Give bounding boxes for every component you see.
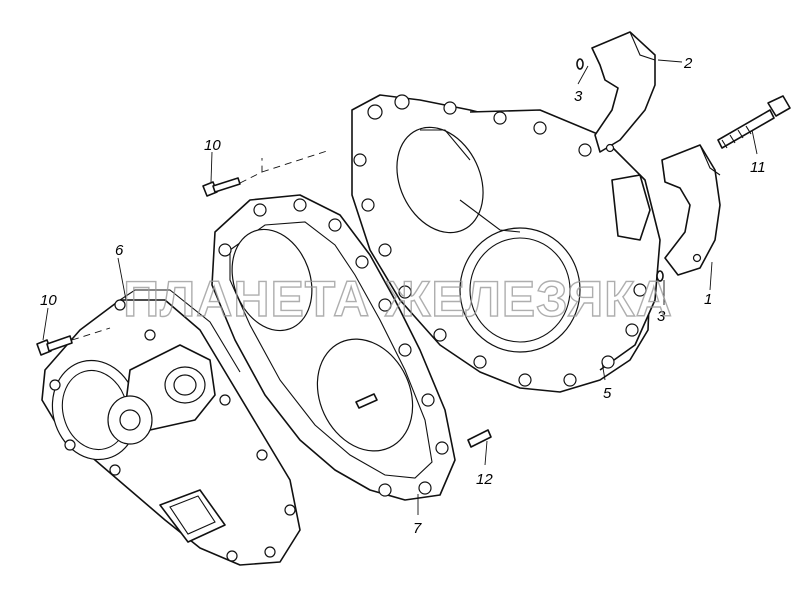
part-10-bolt-lower [36,335,73,356]
callout-11: 11 [750,159,766,176]
callout-6: 6 [115,242,124,259]
part-12-stud-a [355,393,378,409]
part-3-dowel-pin-upper [576,58,584,70]
part-5-housing [351,94,661,393]
callouts: 1 2 3 3 5 6 7 10 10 11 12 [40,55,766,537]
part-6-front-cover [41,289,301,566]
part-2-bearing-cap [591,31,656,153]
callout-3-upper: 3 [574,88,583,105]
part-12-stud-b [467,429,492,448]
leader-lines [42,59,758,515]
callout-2: 2 [683,55,693,72]
watermark: ПЛАНЕТА ЖЕЛЕЗЯКА [123,271,673,327]
part-7-spacer-plate [211,194,456,501]
callout-7: 7 [413,520,422,537]
part-11-long-bolt [717,95,791,149]
callout-12: 12 [476,471,493,488]
part-1-bearing-cap [661,144,721,276]
assembly-lines [71,149,331,341]
part-10-bolt-upper [202,177,241,197]
callout-10-upper: 10 [204,137,221,154]
callout-1: 1 [704,291,712,308]
callout-5: 5 [603,385,612,402]
callout-10-lower: 10 [40,292,57,309]
part-3-dowel-pin-lower [656,270,664,282]
callout-3-lower: 3 [657,308,666,325]
